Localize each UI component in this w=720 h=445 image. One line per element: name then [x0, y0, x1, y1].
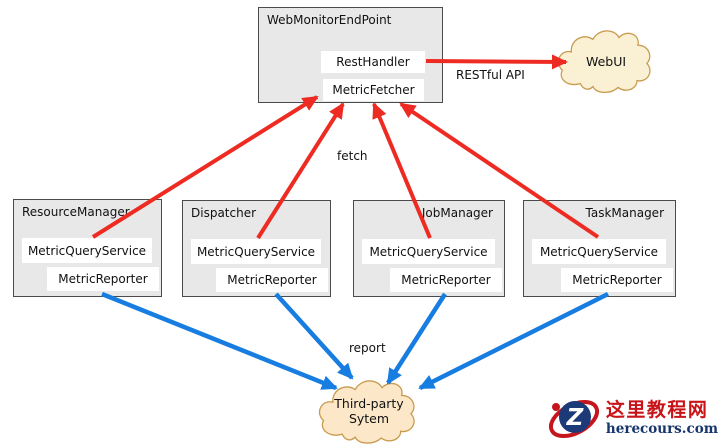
- webui-cloud-label: WebUI: [585, 54, 627, 69]
- metric-query-service-label: MetricQueryService: [196, 244, 316, 259]
- task-manager-box: TaskManager MetricQueryService MetricRep…: [523, 200, 676, 297]
- job-manager-reporter-box: MetricReporter: [390, 268, 502, 292]
- metric-reporter-label: MetricReporter: [401, 273, 491, 287]
- third-party-line2: Sytem: [348, 411, 390, 426]
- task-manager-query-service-box: MetricQueryService: [532, 239, 666, 264]
- restful-api-label: RESTful API: [456, 68, 525, 82]
- metric-query-service-label: MetricQueryService: [539, 244, 659, 259]
- dispatcher-query-service-box: MetricQueryService: [191, 239, 321, 264]
- webmonitor-endpoint-title: WebMonitorEndPoint: [267, 13, 392, 27]
- dispatcher-title: Dispatcher: [191, 206, 257, 220]
- metric-fetcher-label: MetricFetcher: [332, 83, 415, 97]
- report-arrow-dispatcher: [274, 292, 354, 380]
- report-arrow-job-manager: [386, 292, 447, 385]
- task-manager-title: TaskManager: [585, 206, 665, 220]
- dispatcher-box: Dispatcher MetricQueryService MetricRepo…: [182, 200, 331, 297]
- watermark-site-name: 这里教程网: [605, 398, 709, 421]
- report-arrow-resource-manager: [101, 291, 338, 391]
- metric-query-service-label: MetricQueryService: [369, 244, 488, 259]
- metric-reporter-label: MetricReporter: [58, 272, 148, 286]
- report-label: report: [349, 341, 386, 355]
- restful-api-arrow: [425, 54, 568, 70]
- watermark-site-url: herecours.com: [605, 420, 718, 437]
- metric-reporter-label: MetricReporter: [227, 273, 317, 287]
- job-manager-title: JobManager: [421, 206, 493, 220]
- watermark-logo-icon: Z: [548, 399, 599, 439]
- metric-fetcher-box: MetricFetcher: [323, 79, 424, 101]
- webmonitor-endpoint-box: WebMonitorEndPoint RestHandler MetricFet…: [258, 7, 443, 103]
- task-manager-reporter-box: MetricReporter: [561, 268, 673, 292]
- resource-manager-query-service-box: MetricQueryService: [22, 238, 152, 263]
- job-manager-box: JobManager MetricQueryService MetricRepo…: [353, 200, 505, 297]
- resource-manager-title: ResourceManager: [22, 205, 130, 219]
- watermark-logo-letter: Z: [566, 405, 585, 431]
- rest-handler-label: RestHandler: [336, 55, 410, 69]
- dispatcher-reporter-box: MetricReporter: [216, 268, 328, 292]
- resource-manager-box: ResourceManager MetricQueryService Metri…: [13, 199, 162, 297]
- watermark: Z 这里教程网 herecours.com: [548, 395, 718, 441]
- metric-query-service-label: MetricQueryService: [27, 243, 147, 258]
- fetch-label: fetch: [337, 149, 368, 163]
- report-arrow-task-manager: [418, 291, 610, 391]
- job-manager-query-service-box: MetricQueryService: [362, 239, 495, 264]
- third-party-cloud-label: Third-party Sytem: [320, 396, 418, 426]
- metric-reporter-label: MetricReporter: [572, 273, 662, 287]
- resource-manager-reporter-box: MetricReporter: [47, 267, 159, 291]
- third-party-line1: Third-party: [334, 396, 404, 411]
- rest-handler-box: RestHandler: [321, 51, 425, 73]
